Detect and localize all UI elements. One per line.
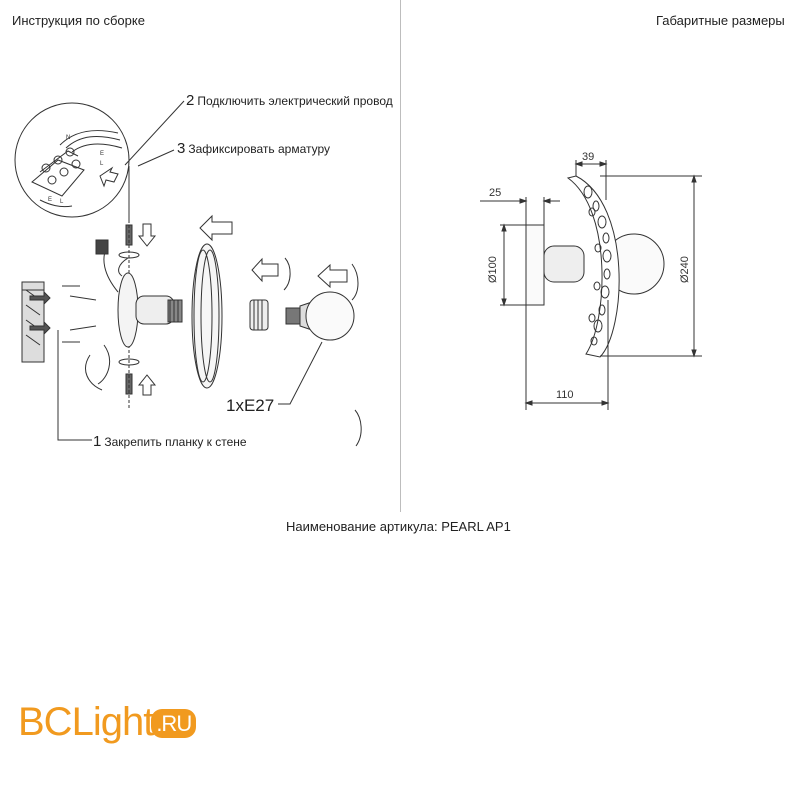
- socket: [135, 295, 183, 325]
- bulb: [285, 291, 355, 341]
- dimension-drawing: 39 25 Ø100 Ø240 110: [480, 151, 702, 410]
- step-3-text: Зафиксировать арматуру: [188, 142, 331, 156]
- dim-d100: Ø100: [487, 256, 499, 283]
- dim-lines: [480, 160, 702, 410]
- logo-ru: .RU: [151, 709, 197, 739]
- dim-39: 39: [582, 151, 594, 163]
- step-1-number: 1: [93, 433, 102, 450]
- wiring-detail: [14, 100, 185, 218]
- bulb-leader: [278, 341, 323, 405]
- bclight-logo: BCLight.RU: [18, 700, 197, 745]
- dim-25: 25: [489, 187, 501, 199]
- socket-side: [543, 245, 585, 283]
- base-disc: [117, 272, 139, 348]
- article-name: Наименование артикула: PEARL AP1: [286, 519, 511, 534]
- bulb-label: 1xE27: [226, 396, 275, 415]
- dim-110: 110: [556, 389, 574, 401]
- base-plate: [525, 224, 545, 306]
- shade: [191, 243, 223, 389]
- step-2-text: Подключить электрический провод: [197, 94, 393, 108]
- wall-plate: [21, 281, 51, 363]
- assembly-title: Инструкция по сборке: [12, 13, 145, 28]
- step-2-number: 2: [186, 92, 195, 109]
- dim-d240: Ø240: [679, 256, 691, 283]
- arrows: [85, 214, 362, 447]
- step-3-leader: [137, 149, 175, 167]
- step-1-leader: [57, 330, 92, 441]
- lock-ring: [249, 299, 269, 331]
- shade-pattern: [583, 185, 612, 346]
- assembly-diagram: N E L E L: [14, 100, 362, 447]
- logo-text: BCLight: [18, 700, 154, 744]
- wire-label-l2: L: [60, 199, 64, 205]
- step-1-text: Закрепить планку к стене: [104, 435, 247, 449]
- wire-label-e2: E: [48, 197, 52, 203]
- divider: [400, 0, 401, 512]
- wire-label-l: L: [100, 161, 104, 167]
- step-3-number: 3: [177, 140, 186, 157]
- dimensions-title: Габаритные размеры: [656, 13, 785, 28]
- connector: [95, 239, 109, 255]
- wire-label-n: N: [66, 135, 70, 141]
- dim-arrows: [501, 161, 697, 406]
- wire-label-e: E: [100, 151, 104, 157]
